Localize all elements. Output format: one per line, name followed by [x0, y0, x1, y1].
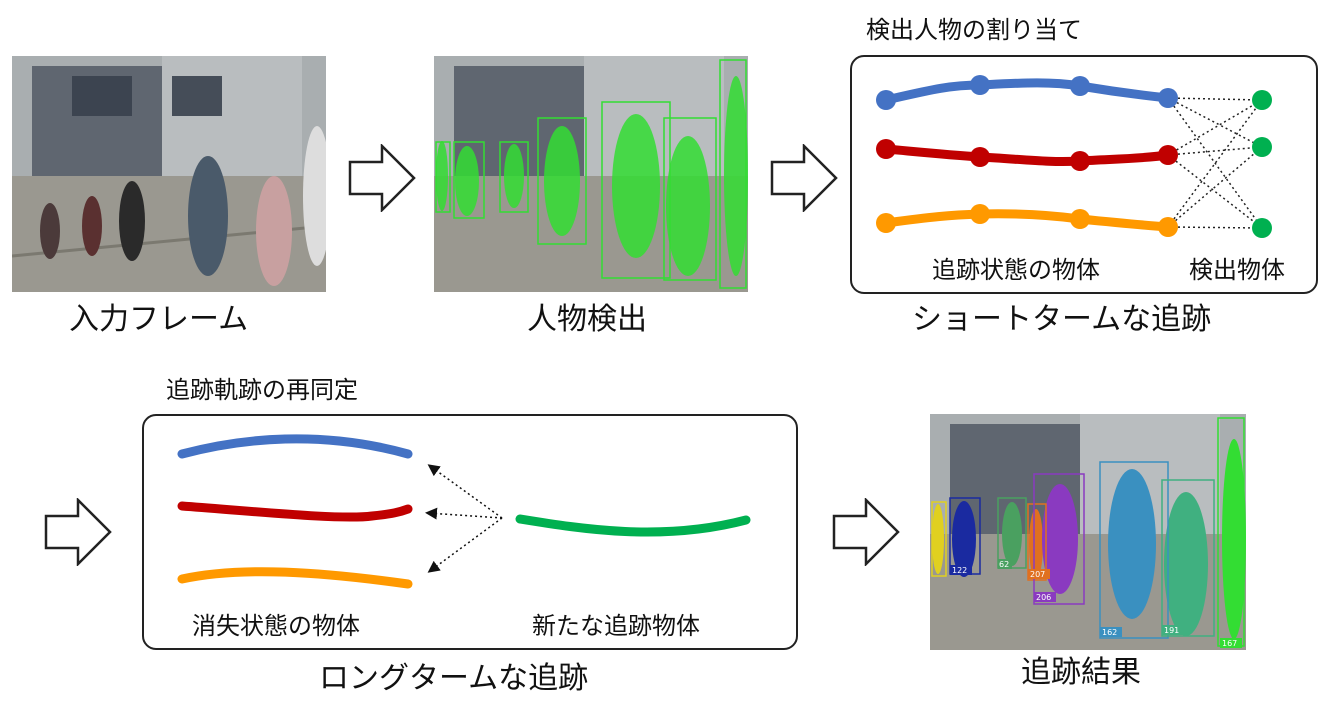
blue-track — [881, 78, 1173, 105]
blue-track-nodes — [876, 75, 1178, 110]
result-id-label: 206 — [1036, 593, 1051, 602]
result-id-label: 191 — [1164, 626, 1179, 635]
detected-objects-label: 検出物体 — [1189, 256, 1285, 284]
long-term-box-title: 追跡軌跡の再同定 — [166, 376, 358, 404]
input-frame-caption: 入力フレーム — [69, 302, 249, 337]
short-term-tracking-caption: ショートタームな追跡 — [912, 302, 1212, 337]
orange-track — [881, 209, 1173, 232]
assignment-lines — [1167, 97, 1263, 229]
result-id-label: 207 — [1030, 570, 1045, 579]
result-id-label: 162 — [1102, 628, 1117, 637]
tracking-result-image: 122 62 207 206 162 191 167 — [930, 414, 1246, 650]
right-arrow-icon — [770, 144, 838, 212]
lost-objects-label: 消失状態の物体 — [192, 612, 360, 640]
short-term-assignment-graph — [876, 75, 1272, 238]
long-term-tracking-caption: ロングタームな追跡 — [319, 661, 589, 696]
result-id-label: 167 — [1222, 639, 1237, 648]
person-detection-caption: 人物検出 — [527, 302, 647, 337]
orange-track-nodes — [876, 204, 1178, 237]
short-term-box-title: 検出人物の割り当て — [866, 16, 1082, 44]
right-arrow-icon — [348, 144, 416, 212]
long-term-reid-graph — [177, 434, 751, 589]
red-track-nodes — [876, 139, 1178, 171]
detected-object-nodes — [1252, 90, 1272, 238]
input-frame-image — [12, 56, 326, 292]
reid-candidate-arrows — [425, 464, 503, 573]
tracked-objects-label: 追跡状態の物体 — [932, 256, 1100, 284]
person-detection-image — [434, 56, 748, 292]
lost-blue-track — [177, 434, 413, 459]
result-id-label: 122 — [952, 566, 967, 575]
lost-red-track — [177, 501, 413, 522]
tracking-result-caption: 追跡結果 — [1021, 655, 1141, 690]
result-id-label: 62 — [999, 560, 1009, 569]
new-green-track — [515, 514, 751, 537]
new-objects-label: 新たな追跡物体 — [532, 612, 700, 640]
red-track — [881, 144, 1173, 167]
right-arrow-icon — [832, 498, 900, 566]
lost-orange-track — [177, 567, 413, 589]
right-arrow-icon — [44, 498, 112, 566]
